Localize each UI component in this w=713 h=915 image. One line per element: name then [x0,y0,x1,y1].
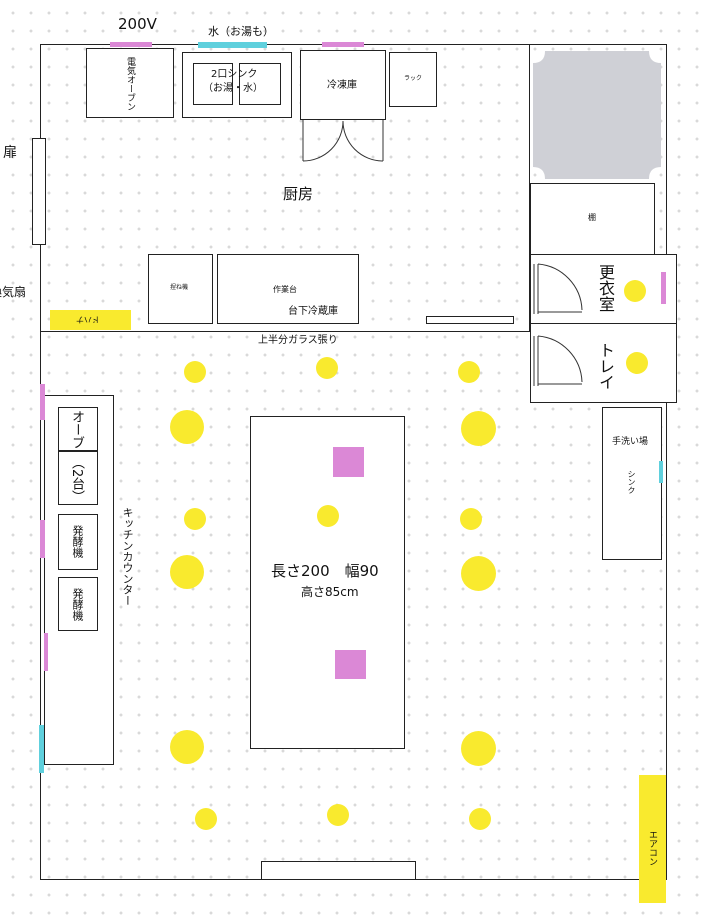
work-table: 作業台 [217,254,359,324]
air-conditioner-label: エアコン [647,830,657,866]
counter-oven-upper: オーブン [58,407,98,462]
handwash-station: 手洗い場 シンク [602,407,662,560]
proofer-2-label: 発酵機 [71,588,84,621]
proofer-1: 発酵機 [58,514,98,570]
glass-shelf [426,316,514,324]
exhaust-fan-label: 換気扇 [0,285,27,299]
outlet-changing-room [661,272,666,304]
light-13 [195,808,217,830]
kitchen-title: 厨房 [283,185,314,203]
changing-room-door [533,263,583,314]
voltage-label: 200V [118,15,157,33]
two-basin-sink: 2口シンク （お湯・水） [182,52,292,118]
light-7 [317,505,339,527]
outlet-left-1 [40,384,45,420]
exhaust-hood [50,310,131,330]
bottom-shelf [261,861,416,880]
light-changing-room [624,280,646,302]
kneading-machine-label: 捏ね機 [170,284,189,291]
sink-basin-left [193,63,233,105]
water-left [39,725,44,773]
counter-oven-count-label: （2台） [69,456,84,504]
light-11 [170,730,204,764]
sink-label-line1: 2口シンク [211,69,258,80]
light-10 [461,556,496,591]
handwash-sink-label: シンク [627,470,636,494]
outlet-left-2 [40,520,45,558]
proofer-1-label: 発酵機 [71,525,84,558]
outlet-table-bottom [335,650,366,679]
light-15 [469,808,491,830]
outlet-table-top [333,447,364,477]
rack: ラック [389,52,437,107]
outlet-left-3 [44,633,48,671]
outlet-top-right [322,42,364,47]
light-3 [458,361,480,383]
counter-oven-lower: （2台） [58,451,98,505]
toilet-door [533,335,583,386]
light-2 [316,357,338,379]
door-label: 扉 [3,145,17,161]
table-height-label: 高さ85cm [301,585,359,599]
freezer: 冷凍庫 [300,50,386,120]
exhaust-hood-label: ドハナ [76,315,100,324]
light-1 [184,361,206,383]
sink-basin-right [239,63,281,105]
work-table-label: 作業台 [273,285,297,294]
water-supply [198,42,267,48]
outlet-200v [110,42,152,47]
counter-oven-label: オーブン [69,410,84,462]
toilet-room [530,323,677,403]
light-12 [461,731,496,766]
kneading-machine: 捏ね機 [148,254,213,324]
light-4 [170,410,204,444]
kitchen-counter-label: キッチンカウンター [121,507,134,606]
water-label: 水（お湯も） [208,25,274,38]
under-counter-fridge-label: 台下冷蔵庫 [288,306,338,317]
sink-label-line2: （お湯・水） [203,83,263,94]
light-toilet [626,352,648,374]
shelf-label: 棚 [588,213,596,222]
light-14 [327,804,349,826]
light-5 [461,411,496,446]
electric-oven: 電気オーブン [86,48,174,118]
light-8 [460,508,482,530]
light-9 [170,555,204,589]
water-handwash [659,461,663,483]
proofer-2: 発酵機 [58,577,98,631]
shower-tray [533,51,661,179]
changing-room-label: 更衣室 [596,264,615,312]
air-conditioner [639,775,666,903]
light-6 [184,508,206,530]
rack-label: ラック [404,75,423,82]
freezer-label: 冷凍庫 [327,80,357,91]
glass-partition-label: 上半分ガラス張り [258,335,338,346]
main-table: 長さ200 幅90 高さ85cm [250,416,405,749]
handwash-label: 手洗い場 [612,437,649,447]
entrance-door [32,138,46,245]
electric-oven-label: 電気オーブン [125,57,135,111]
shelf-unit: 棚 [530,183,655,255]
freezer-door-swing [302,120,384,162]
table-size-label: 長さ200 幅90 [271,562,379,580]
toilet-label: トレイ [596,342,615,390]
